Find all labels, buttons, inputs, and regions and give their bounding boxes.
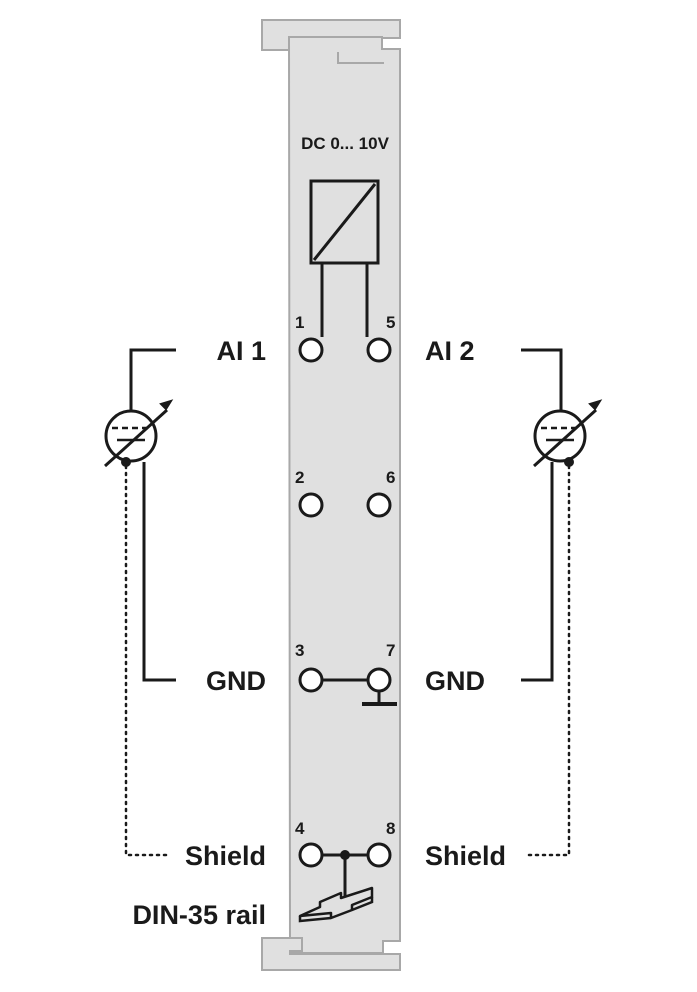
terminal-3	[298, 667, 324, 693]
terminal-number-5: 5	[386, 313, 395, 332]
bottom-clip	[261, 937, 401, 971]
label-gnd-left: GND	[206, 666, 266, 696]
terminal-number-1: 1	[295, 313, 304, 332]
terminal-4	[298, 842, 324, 868]
left-sensor-wiring	[124, 348, 176, 857]
terminal-number-6: 6	[386, 468, 395, 487]
ground-icon	[362, 692, 397, 706]
label-shield-right: Shield	[425, 841, 506, 871]
label-din-rail: DIN-35 rail	[132, 900, 266, 930]
label-shield-left: Shield	[185, 841, 266, 871]
din-rail-icon	[298, 886, 374, 923]
variable-sensor-icon	[532, 399, 603, 468]
label-gnd-right: GND	[425, 666, 485, 696]
terminal-7	[366, 667, 392, 693]
label-ai1: AI 1	[216, 336, 266, 366]
terminal-number-8: 8	[386, 819, 395, 838]
terminal-6	[366, 492, 392, 518]
terminal-2	[298, 492, 324, 518]
range-label: DC 0... 10V	[301, 134, 390, 153]
top-notch	[337, 52, 384, 64]
terminal-5	[366, 337, 392, 363]
module-housing	[261, 19, 401, 971]
terminal-number-4: 4	[295, 819, 305, 838]
terminal-number-7: 7	[386, 641, 395, 660]
variable-sensor-icon	[103, 399, 174, 468]
right-sensor-wiring	[521, 348, 571, 857]
label-ai2: AI 2	[425, 336, 475, 366]
terminal-1	[298, 337, 324, 363]
analog-digital-converter-icon	[309, 179, 380, 337]
terminal-number-2: 2	[295, 468, 304, 487]
terminal-number-3: 3	[295, 641, 304, 660]
terminal-8	[366, 842, 392, 868]
